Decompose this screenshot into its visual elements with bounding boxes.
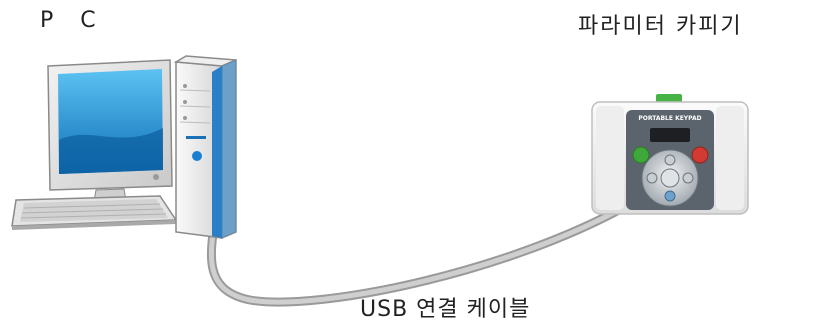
usb-cable-icon [206,193,645,307]
keypad-brand-text: PORTABLE KEYPAD [638,115,701,122]
parameter-copier-label: 파라미터 카피기 [578,14,743,39]
desktop-computer-icon [47,59,173,209]
keyboard-icon [11,195,178,230]
portable-keypad-icon [591,94,749,215]
usb-cable-highlight [208,195,643,305]
pc-label: P C [40,8,106,33]
usb-cable-label: USB 연결 케이블 [360,297,531,322]
tower-case-icon [173,55,237,240]
